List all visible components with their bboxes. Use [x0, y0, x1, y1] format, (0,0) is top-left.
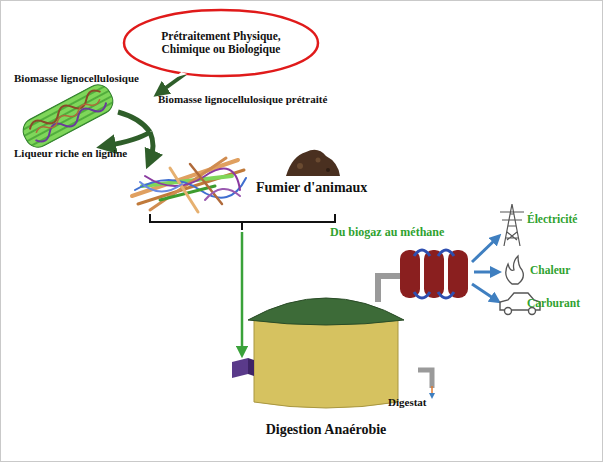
digester-tank	[254, 320, 398, 408]
node-heading: Digestion Anaérobie	[231, 422, 421, 438]
biogas-label: Du biogaz au méthane	[330, 226, 444, 240]
callout-tail	[173, 72, 187, 78]
fuel-label: Carburant	[527, 297, 580, 310]
pretreatment-callout: Prétraitement Physique, Chimique ou Biol…	[122, 8, 320, 78]
digester-dome	[248, 298, 404, 325]
pylon-icon	[500, 204, 524, 246]
inlet-box	[232, 358, 248, 378]
callout-outline	[124, 10, 318, 76]
heat-label: Chaleur	[530, 264, 570, 277]
callout-text: Prétraitement Physique, Chimique ou Biol…	[146, 30, 296, 56]
flame-icon	[506, 256, 524, 284]
digester-drawing	[226, 282, 426, 442]
manure-pile	[286, 150, 340, 176]
anaerobic-digester: Digestion Anaérobie	[226, 282, 426, 442]
biomass-fibre	[19, 80, 118, 152]
pretreated-biomass-label: Biomasse lignocellulosique prétraité	[158, 93, 327, 106]
electricity-label: Électricité	[527, 213, 577, 226]
manure-label: Fumier d'animaux	[256, 180, 367, 196]
bracket	[150, 214, 335, 230]
upgrading-tanks	[400, 250, 468, 298]
inlet-side	[248, 358, 254, 376]
lignin-liquor-label: Liqueur riche en lignine	[14, 147, 127, 160]
biomass-label: Biomasse lignocellulosique	[14, 72, 139, 85]
pretreated-fibres	[132, 158, 246, 212]
digestate-label: Digestat	[388, 396, 427, 409]
